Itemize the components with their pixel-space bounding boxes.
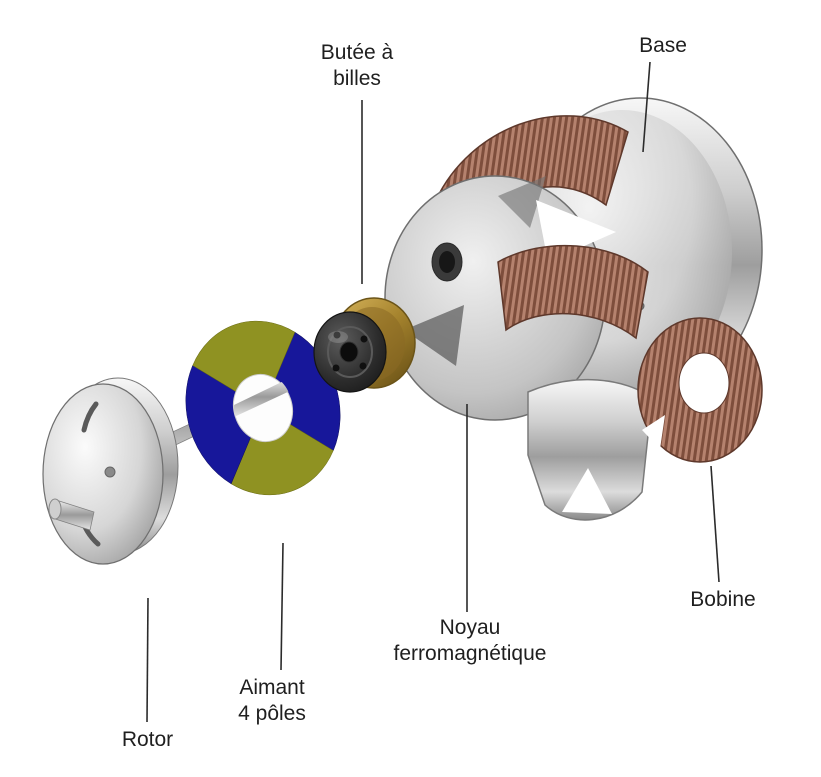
- bearing-bolt-1: [333, 331, 341, 339]
- label-base: Base: [639, 34, 687, 57]
- leader-base: [642, 61, 651, 153]
- core-bottom-notch: [562, 468, 612, 514]
- bearing-bolt-2: [360, 335, 368, 343]
- shaft-through-magnet: [234, 377, 292, 417]
- bobine-notch: [642, 415, 665, 449]
- leader-bobine: [710, 465, 720, 583]
- rotor-stub-tip: [48, 498, 62, 520]
- leader-aimant: [280, 542, 284, 671]
- label-aimant-4-poles: Aimant 4 pôles: [238, 676, 306, 725]
- rotor-disc-face: [42, 383, 164, 565]
- rotor-hub-mark: [104, 466, 116, 478]
- label-bobine: Bobine: [690, 588, 756, 611]
- core-bottom-pole: [527, 378, 653, 521]
- bearing-bolt-3: [332, 364, 340, 372]
- label-butee-a-billes: Butée à billes: [320, 41, 394, 90]
- bearing-highlight: [328, 331, 348, 343]
- bobine-coil-graphic: [637, 317, 763, 463]
- core-shaft-hole-inner: [439, 251, 455, 273]
- label-rotor: Rotor: [121, 728, 174, 751]
- magnet-graphic: [185, 320, 341, 496]
- bearing-center-hole: [339, 341, 359, 363]
- leader-rotor: [146, 597, 149, 723]
- core-slot-shadow-top: [498, 176, 546, 228]
- leader-lines: [146, 61, 720, 723]
- core-slot-shadow-left: [404, 305, 464, 366]
- bearing-race-ring: [327, 326, 373, 378]
- bearing-bolt-4: [359, 362, 367, 370]
- magnet-pole-left: [185, 365, 264, 485]
- rotor-vent-slot-top: [81, 401, 99, 433]
- bobine-hole: [678, 352, 730, 414]
- core-middle-coil: [497, 244, 649, 340]
- bearing-graphic: [313, 297, 416, 393]
- label-noyau-ferromagnetique: Noyau ferromagnétique: [393, 616, 547, 665]
